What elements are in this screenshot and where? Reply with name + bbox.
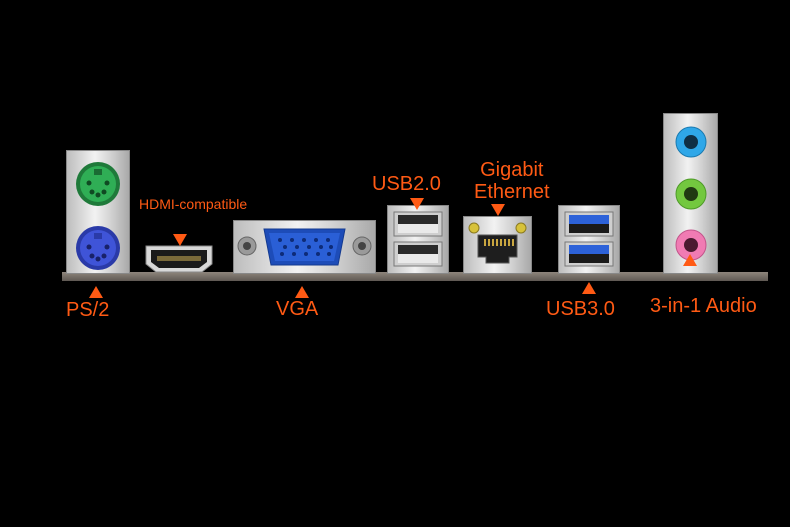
ps2-port-stack [66,150,130,274]
usb3-label: USB3.0 [546,298,615,320]
ethernet-label: Gigabit Ethernet [474,159,550,203]
vga-label: VGA [276,298,319,320]
hdmi-port-icon [145,245,213,273]
hdmi-port [144,244,214,274]
ps2-label: PS/2 [66,299,110,321]
ethernet-port [463,216,532,274]
usb3-arrow [582,282,596,294]
hdmi-label: HDMI-compatible [139,196,248,212]
audio-label: 3-in-1 Audio [650,295,757,317]
audio-jack-stack [663,113,718,274]
ps2-port-icon [76,162,120,270]
ethernet-arrow [491,204,505,216]
audio-jack-icon [675,126,707,261]
usb2-arrow [410,198,424,210]
ps2-arrow [89,286,103,298]
vga-port [233,220,376,274]
vga-port-icon [237,228,372,266]
usb2-port-stack [387,205,449,274]
usb3-port-icon [564,211,614,267]
vga-arrow [295,286,309,298]
usb2-port-icon [393,211,443,267]
ethernet-port-icon [468,222,527,264]
hdmi-arrow [173,234,187,246]
ethernet-label-line1: Gigabit [480,159,544,181]
audio-arrow [683,254,697,266]
ethernet-label-line2: Ethernet [474,181,550,203]
usb2-label: USB2.0 [372,173,441,195]
usb3-port-stack [558,205,620,274]
pcb-edge [62,272,768,281]
